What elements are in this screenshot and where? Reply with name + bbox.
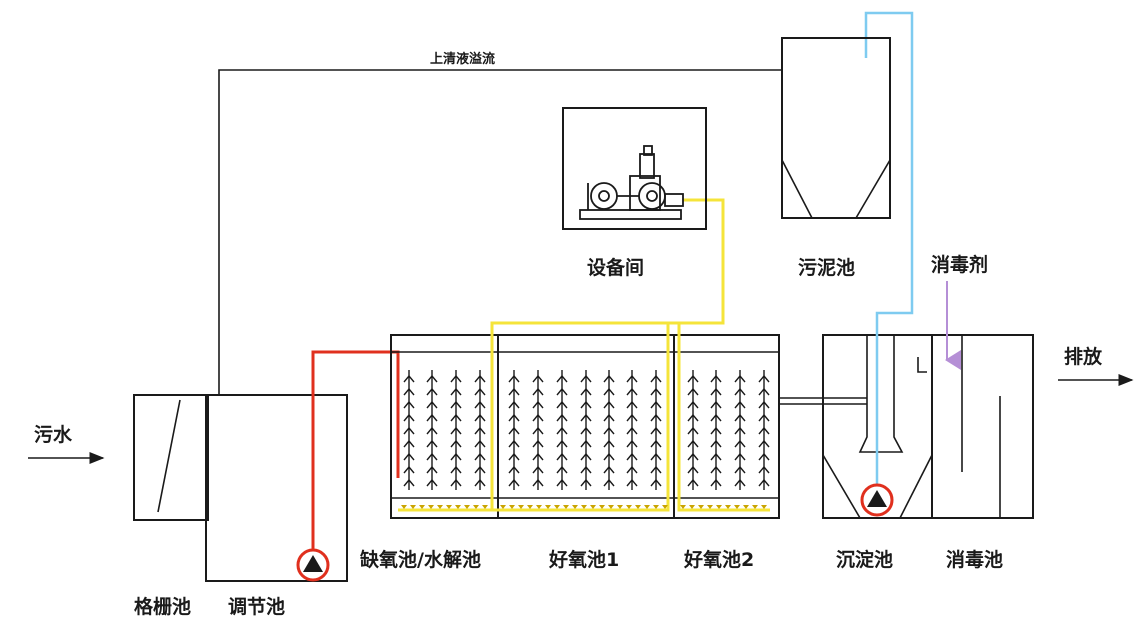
diffuser-mark bbox=[437, 505, 443, 509]
aerobic-tank-2-label: 好氧池2 bbox=[683, 548, 754, 571]
diffuser-mark bbox=[680, 505, 686, 509]
media-stalk bbox=[580, 370, 592, 490]
diffuser-mark bbox=[581, 505, 587, 509]
sludge-line bbox=[864, 11, 914, 490]
air-supply-line-aerobic-2 bbox=[677, 323, 770, 512]
diffuser-mark bbox=[743, 505, 749, 509]
diffuser-mark bbox=[653, 505, 659, 509]
diffuser-mark bbox=[419, 505, 425, 509]
bio-tank-block bbox=[390, 334, 780, 519]
diffuser-mark bbox=[482, 505, 488, 509]
media-stalk bbox=[403, 370, 415, 490]
diffuser-mark bbox=[644, 505, 650, 509]
aerobic-tank-1-label: 好氧池1 bbox=[548, 548, 619, 571]
media-stalk bbox=[603, 370, 615, 490]
disinfection-tank-label: 消毒池 bbox=[946, 548, 1003, 571]
sludge-tank-label: 污泥池 bbox=[798, 256, 855, 279]
lift-pump-line bbox=[311, 350, 400, 556]
media-stalk bbox=[450, 370, 462, 490]
diffuser-mark bbox=[761, 505, 767, 509]
diffuser-mark bbox=[473, 505, 479, 509]
diffuser-mark bbox=[455, 505, 461, 509]
diffuser-mark bbox=[509, 505, 515, 509]
supernatant-overflow-line bbox=[218, 69, 782, 395]
equipment-room-label: 设备间 bbox=[587, 256, 644, 279]
media-stalk bbox=[532, 370, 544, 490]
regulating-tank-label: 调节池 bbox=[228, 595, 285, 618]
diffuser-mark bbox=[401, 505, 407, 509]
pump-icon bbox=[860, 483, 894, 517]
diffuser-mark bbox=[536, 505, 542, 509]
disinfectant-label: 消毒剂 bbox=[931, 253, 988, 276]
diffuser-mark bbox=[662, 505, 668, 509]
diffuser-mark bbox=[410, 505, 416, 509]
aeration-diffusers bbox=[401, 505, 767, 509]
diffuser-mark bbox=[599, 505, 605, 509]
grille-tank bbox=[133, 394, 209, 521]
diffuser-mark bbox=[590, 505, 596, 509]
diffuser-mark bbox=[518, 505, 524, 509]
supernatant-overflow-label: 上清液溢流 bbox=[430, 51, 495, 67]
media-stalk bbox=[710, 370, 722, 490]
diffuser-mark bbox=[446, 505, 452, 509]
diffuser-mark bbox=[689, 505, 695, 509]
diffuser-mark bbox=[635, 505, 641, 509]
media-stalk bbox=[474, 370, 486, 490]
media-stalk bbox=[626, 370, 638, 490]
diffuser-mark bbox=[428, 505, 434, 509]
regulating-tank bbox=[205, 394, 348, 582]
media-stalk bbox=[687, 370, 699, 490]
grille-tank-label: 格栅池 bbox=[134, 595, 191, 618]
diffuser-mark bbox=[608, 505, 614, 509]
diffuser-mark bbox=[527, 505, 533, 509]
diffuser-mark bbox=[707, 505, 713, 509]
media-stalk bbox=[734, 370, 746, 490]
diffuser-mark bbox=[734, 505, 740, 509]
media-stalk bbox=[426, 370, 438, 490]
media-stalk bbox=[650, 370, 662, 490]
sewage-in-label: 污水 bbox=[34, 424, 73, 446]
settling-disinfection-block bbox=[822, 334, 1034, 519]
diffuser-mark bbox=[554, 505, 560, 509]
anoxic-tank-label: 缺氧池/水解池 bbox=[360, 548, 481, 571]
bio-media bbox=[403, 370, 770, 490]
equipment-room bbox=[562, 107, 707, 230]
diffuser-mark bbox=[464, 505, 470, 509]
blower-icon bbox=[579, 145, 684, 220]
diffuser-mark bbox=[698, 505, 704, 509]
air-supply-line-aerobic bbox=[492, 323, 670, 512]
diffuser-mark bbox=[716, 505, 722, 509]
diffuser-mark bbox=[725, 505, 731, 509]
discharge-label: 排放 bbox=[1064, 345, 1103, 368]
air-supply-line bbox=[490, 198, 725, 512]
diffuser-mark bbox=[752, 505, 758, 509]
diffuser-mark bbox=[563, 505, 569, 509]
diffuser-mark bbox=[572, 505, 578, 509]
media-stalk bbox=[758, 370, 770, 490]
pump-icon bbox=[296, 548, 330, 582]
settling-tank-label: 沉淀池 bbox=[836, 548, 893, 571]
media-stalk bbox=[556, 370, 568, 490]
media-stalk bbox=[508, 370, 520, 490]
diffuser-mark bbox=[545, 505, 551, 509]
diffuser-mark bbox=[500, 505, 506, 509]
diffuser-mark bbox=[626, 505, 632, 509]
sludge-tank bbox=[781, 37, 891, 219]
diffuser-mark bbox=[617, 505, 623, 509]
